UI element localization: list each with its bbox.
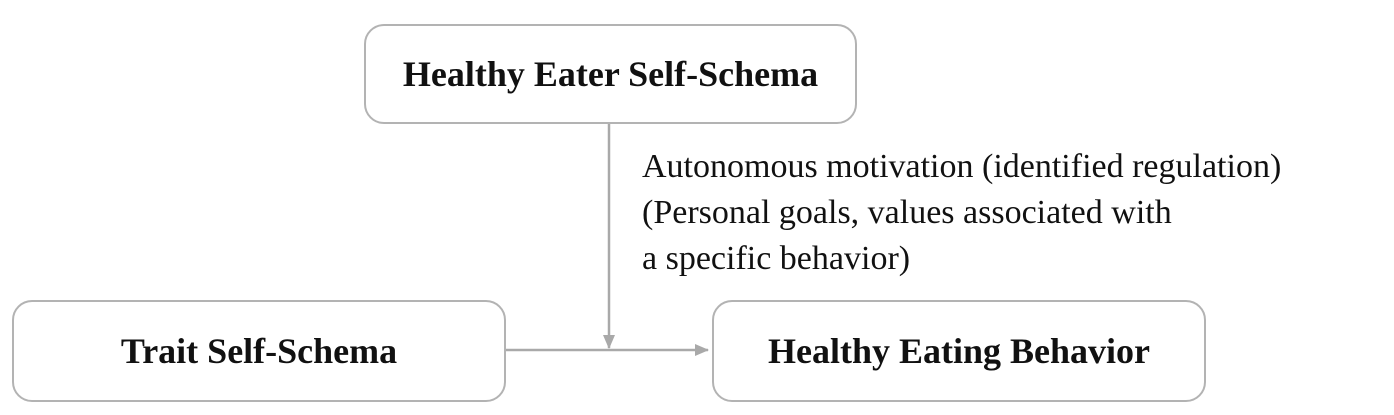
annotation-line-1: Autonomous motivation (identified regula… [642,148,1282,185]
annotation-line-2: (Personal goals, values associated with [642,194,1172,231]
healthy-eater-self-schema-label: Healthy Eater Self-Schema [402,54,819,94]
trait-self-schema-box: Trait Self-Schema [12,300,506,402]
annotation-line-3: a specific behavior) [642,240,911,277]
healthy-eating-behavior-box: Healthy Eating Behavior [712,300,1206,402]
healthy-eater-self-schema-box: Healthy Eater Self-Schema [364,24,857,124]
healthy-eating-behavior-label: Healthy Eating Behavior [767,331,1150,371]
trait-self-schema-label: Trait Self-Schema [120,331,398,371]
moderator-annotation: Autonomous motivation (identified regula… [642,144,1281,282]
